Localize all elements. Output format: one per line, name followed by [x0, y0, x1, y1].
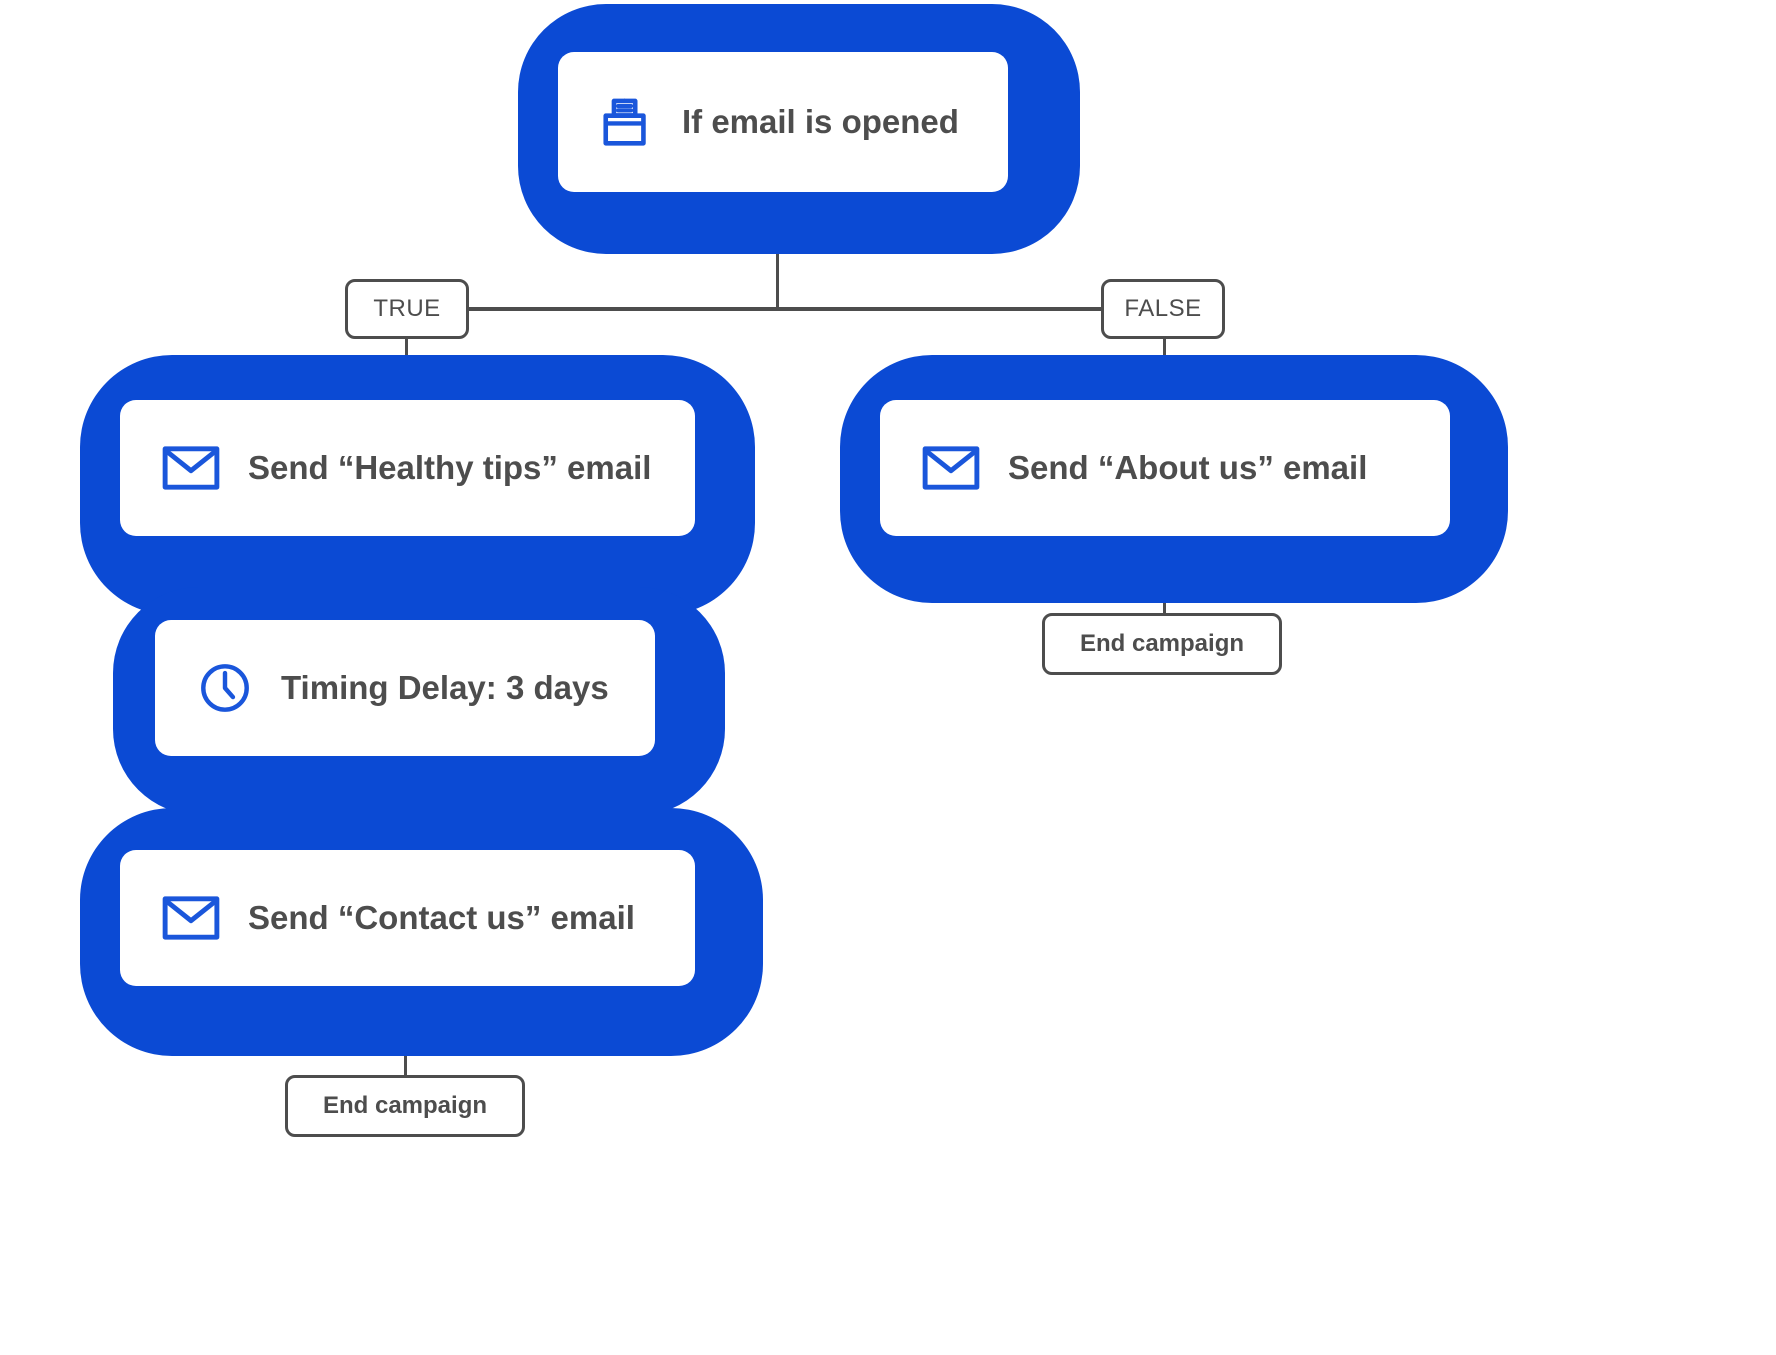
envelope-icon	[162, 445, 220, 491]
branch-label-false[interactable]: FALSE	[1101, 279, 1225, 339]
end-campaign-right[interactable]: End campaign	[1042, 613, 1282, 675]
node-send-contact-us-email[interactable]: Send “Contact us” email	[120, 850, 695, 986]
node-if-email-opened[interactable]: If email is opened	[558, 52, 1008, 192]
branch-label-true-text: TRUE	[373, 295, 441, 322]
node-timing-delay[interactable]: Timing Delay: 3 days	[155, 620, 655, 756]
edge-split-horizontal	[406, 307, 1164, 311]
branch-label-true[interactable]: TRUE	[345, 279, 469, 339]
node-send-healthy-tips-email[interactable]: Send “Healthy tips” email	[120, 400, 695, 536]
end-campaign-left[interactable]: End campaign	[285, 1075, 525, 1137]
inbox-tray-icon	[598, 93, 656, 151]
end-campaign-right-label: End campaign	[1079, 630, 1245, 657]
node-label: Send “Healthy tips” email	[248, 449, 652, 486]
envelope-icon	[922, 445, 980, 491]
node-label: If email is opened	[682, 103, 959, 140]
node-send-about-us-email[interactable]: Send “About us” email	[880, 400, 1450, 536]
end-campaign-left-label: End campaign	[322, 1092, 488, 1119]
node-label: Send “Contact us” email	[248, 899, 635, 936]
node-label: Send “About us” email	[1008, 449, 1368, 486]
envelope-icon	[162, 895, 220, 941]
branch-label-false-text: FALSE	[1124, 295, 1202, 322]
node-label: Timing Delay: 3 days	[281, 669, 609, 706]
clock-icon	[197, 660, 253, 716]
